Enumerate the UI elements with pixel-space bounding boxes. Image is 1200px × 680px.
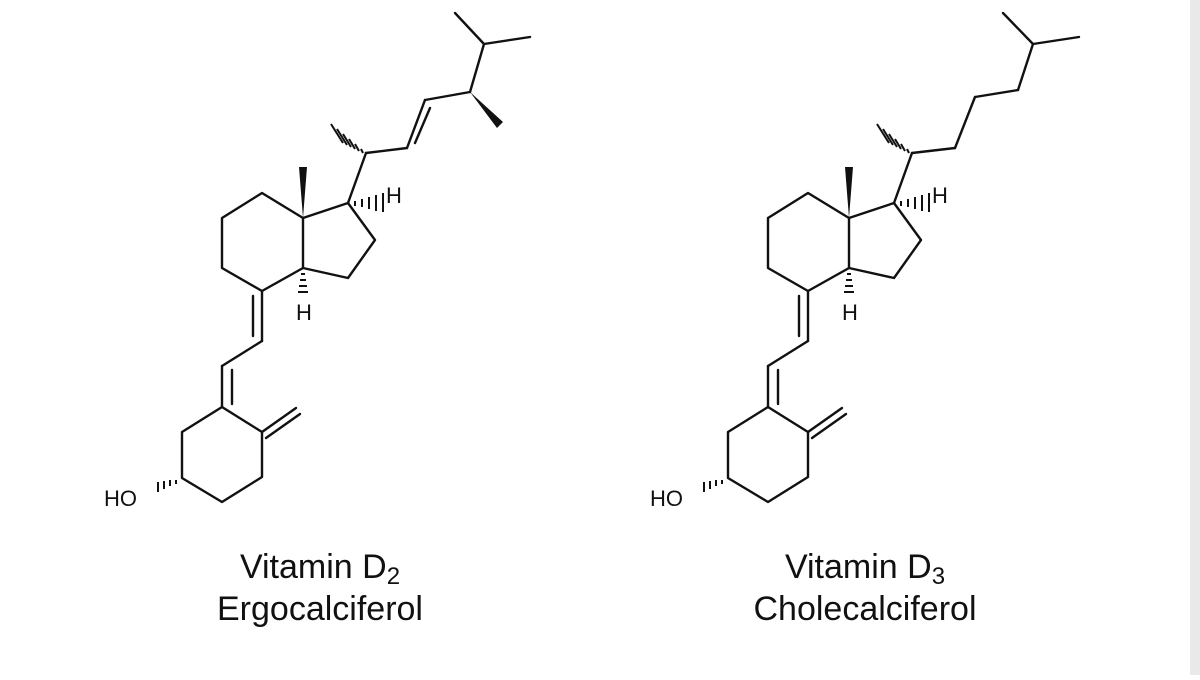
caption-vitamin-d2: Vitamin D2 Ergocalciferol — [120, 548, 520, 628]
hydroxyl-label-d3: HO — [650, 486, 683, 511]
right-edge-strip — [1190, 0, 1200, 675]
caption-title-d2: Vitamin D2 — [120, 548, 520, 590]
vitamin-d2-structure: H H HO — [104, 11, 532, 511]
vitamin-d3-structure: H H HO — [650, 11, 1081, 511]
caption-subscript-d2: 2 — [386, 563, 401, 590]
caption-title-text-d3: Vitamin D — [784, 548, 932, 586]
h-label-bottom-d2: H — [296, 300, 312, 325]
caption-common-name-d2: Ergocalciferol — [217, 590, 423, 628]
caption-vitamin-d3: Vitamin D3 Cholecalciferol — [665, 548, 1065, 628]
hydroxyl-label-d2: HO — [104, 486, 137, 511]
caption-subscript-d3: 3 — [931, 563, 946, 590]
caption-title-d3: Vitamin D3 — [665, 548, 1065, 590]
caption-common-name-d3: Cholecalciferol — [753, 590, 977, 628]
h-label-top-d3: H — [932, 183, 948, 208]
h-label-bottom-d3: H — [842, 300, 858, 325]
h-label-top-d2: H — [386, 183, 402, 208]
caption-title-text-d2: Vitamin D — [239, 548, 387, 586]
